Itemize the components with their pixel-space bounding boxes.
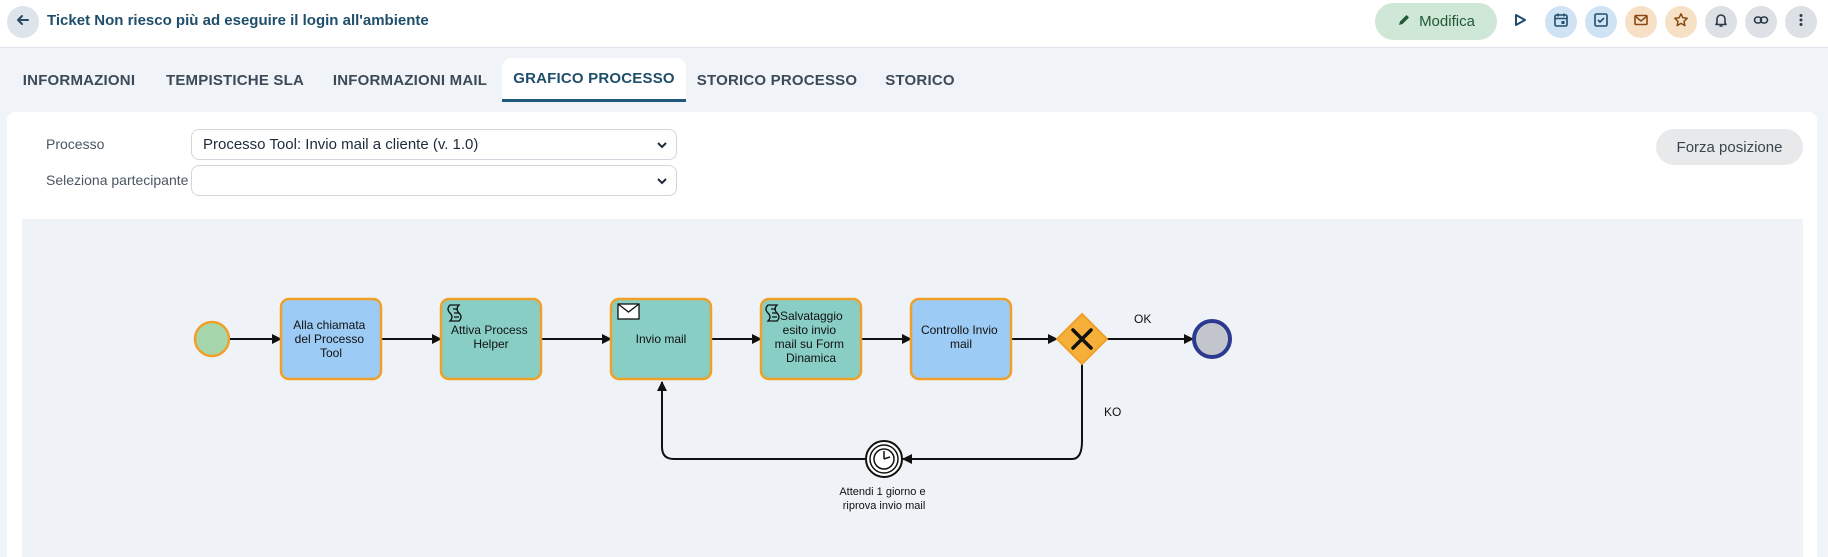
back-button[interactable]: [7, 6, 39, 38]
page-title: Ticket Non riesco più ad eseguire il log…: [47, 12, 429, 29]
top-bar: Ticket Non riesco più ad eseguire il log…: [0, 0, 1828, 48]
chevron-down-icon: [656, 138, 668, 155]
bell-icon: [1713, 12, 1729, 33]
svg-text:Salvataggio esito invi: Salvataggio esito invio mail su Form Din…: [775, 309, 848, 365]
timer-event[interactable]: [865, 440, 903, 478]
link-icon: [1753, 12, 1769, 33]
timer-label: Attendi 1 giorno e riprova invio mail: [839, 486, 928, 512]
mail-icon: [1633, 12, 1649, 33]
favorite-button[interactable]: [1665, 6, 1697, 38]
task-button[interactable]: [1585, 6, 1617, 38]
task-salvataggio-esito[interactable]: Salvataggio esito invio mail su Form Din…: [759, 297, 863, 381]
envelope-icon: [617, 303, 640, 320]
svg-text:Controllo Invio mail: Controllo Invio mail: [921, 323, 1001, 351]
calendar-icon: [1553, 12, 1569, 33]
flow-label-ko: KO: [1104, 405, 1121, 419]
sequence-flows: [230, 334, 1194, 464]
more-vertical-icon: [1793, 12, 1809, 33]
chevron-down-icon: [656, 174, 668, 191]
participant-select[interactable]: [191, 165, 677, 196]
exclusive-gateway[interactable]: [1055, 312, 1109, 366]
play-icon: [1513, 13, 1527, 32]
end-event[interactable]: [1192, 319, 1232, 359]
participant-label: Seleziona partecipante: [46, 172, 189, 188]
tab-storico[interactable]: STORICO: [885, 71, 955, 89]
start-event[interactable]: [193, 320, 231, 358]
task-alla-chiamata[interactable]: Alla chiamata del Processo Tool: [279, 297, 383, 381]
mail-button[interactable]: [1625, 6, 1657, 38]
svg-text:Invio mail: Invio mail: [636, 332, 687, 346]
play-button[interactable]: [1505, 7, 1535, 37]
task-attiva-process-helper[interactable]: Attiva Process Helper: [439, 297, 543, 381]
script-icon: [765, 304, 780, 322]
flow-label-ok: OK: [1134, 312, 1151, 326]
task-controllo-invio-mail[interactable]: Controllo Invio mail: [909, 297, 1013, 381]
arrow-left-icon: [15, 12, 31, 33]
process-label: Processo: [46, 136, 105, 152]
checkbox-icon: [1593, 12, 1609, 33]
script-icon: [447, 304, 462, 322]
tab-tempistiche-sla[interactable]: TEMPISTICHE SLA: [165, 71, 304, 89]
notifications-button[interactable]: [1705, 6, 1737, 38]
bpmn-diagram: Alla chiamata del Processo Tool Attiva P…: [193, 297, 1232, 512]
process-diagram: Alla chiamata del Processo Tool Attiva P…: [22, 219, 1803, 557]
more-button[interactable]: [1785, 6, 1817, 38]
svg-text:Alla chiamata del Proc: Alla chiamata del Processo Tool: [293, 318, 368, 360]
calendar-button[interactable]: [1545, 6, 1577, 38]
svg-text:Attiva Process Helper: Attiva Process Helper: [451, 323, 531, 351]
tab-storico-processo[interactable]: STORICO PROCESSO: [696, 71, 858, 89]
tab-grafico-processo[interactable]: GRAFICO PROCESSO: [502, 58, 686, 102]
process-select-value: Processo Tool: Invio mail a cliente (v. …: [203, 136, 479, 153]
star-icon: [1673, 12, 1689, 33]
tab-informazioni-mail[interactable]: INFORMAZIONI MAIL: [332, 71, 488, 89]
task-invio-mail[interactable]: Invio mail: [609, 297, 713, 381]
pencil-icon: [1397, 13, 1411, 31]
tab-informazioni[interactable]: INFORMAZIONI: [22, 71, 136, 89]
force-position-button[interactable]: Forza posizione: [1656, 129, 1803, 165]
process-select[interactable]: Processo Tool: Invio mail a cliente (v. …: [191, 129, 677, 160]
edit-button-label: Modifica: [1419, 13, 1475, 30]
edit-button[interactable]: Modifica: [1375, 3, 1497, 40]
link-button[interactable]: [1745, 6, 1777, 38]
